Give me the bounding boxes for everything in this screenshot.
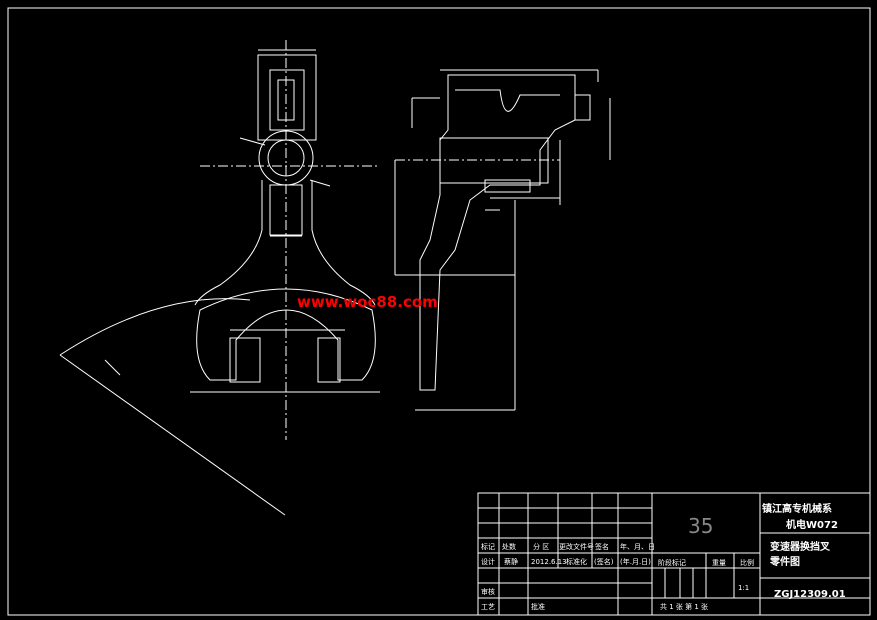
org-line1: 镇江高专机械系 [762,502,832,515]
hdr-zone: 分 区 [533,542,549,551]
hdr-process: 工艺 [481,603,495,611]
material-code: 35 [688,514,713,538]
part-name-line1: 变速器换挡叉 [770,540,831,553]
drawing-number: ZGJ12309.01 [774,589,846,600]
hdr-signature: 签名 [595,542,609,551]
side-view [394,69,611,411]
watermark: www.woc88.com [297,293,438,311]
drawing-frame [7,7,871,616]
hdr-design: 设计 [481,557,495,566]
hdr-count: 处数 [502,542,516,551]
sheet-count: 共 1 张 第 1 张 [660,602,708,611]
hdr-date: 年、月、日 [620,542,655,551]
hdr-approve: 批准 [531,602,545,611]
hdr-change-doc: 更改文件号 [559,542,594,551]
hdr-stage-mark: 阶段标记 [658,558,686,567]
front-view [59,40,380,516]
scale-value: 1:1 [738,584,749,592]
hdr-sign2: (签名) [594,557,614,566]
hdr-date2: (年.月.日) [620,557,651,566]
hdr-review: 审核 [481,587,495,596]
hdr-standardize: 标准化 [566,557,587,566]
designer-name: 蔡静 [504,557,518,566]
title-block-text: 镇江高专机械系 机电W072 变速器换挡叉 零件图 ZGJ12309.01 35… [481,502,846,611]
title-block [477,492,871,616]
hdr-ratio: 比例 [740,558,754,567]
hdr-weight: 重量 [712,559,726,567]
part-name-line2: 零件图 [769,555,800,568]
design-date: 2012.6.13 [531,558,567,566]
org-line2: 机电W072 [786,518,838,531]
hdr-mark: 标记 [481,542,495,551]
